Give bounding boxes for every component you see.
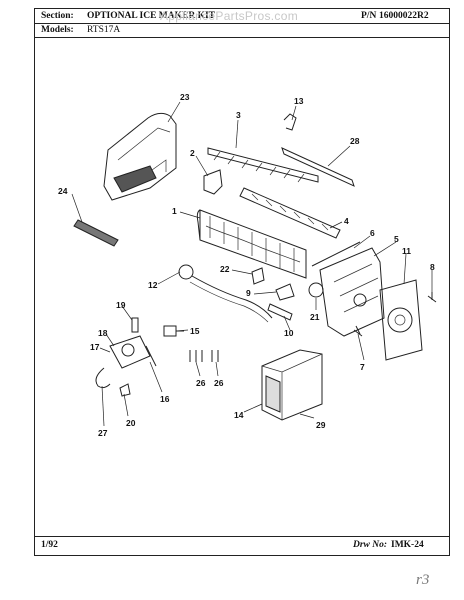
- models-value: RTS17A: [87, 25, 121, 35]
- diagram-sheet: Section: OPTIONAL ICE MAKER KIT P/N 1600…: [34, 8, 450, 556]
- drawing-number: IMK-24: [391, 540, 424, 550]
- callout-12: 12: [148, 280, 158, 290]
- callout-11: 11: [402, 246, 411, 256]
- part-21-gear: [308, 282, 324, 298]
- part-6-shaft: [311, 241, 361, 267]
- part-20-clamp: [119, 383, 131, 397]
- part-10-arm: [267, 303, 293, 321]
- callout-21: 21: [310, 312, 320, 322]
- part-5-housing: [319, 247, 385, 337]
- part-13-clip: [283, 113, 297, 131]
- part-number: 16000022R2: [379, 11, 429, 21]
- part-24-strip: [73, 219, 119, 247]
- section-title: OPTIONAL ICE MAKER KIT: [87, 11, 216, 21]
- callout-1: 1: [172, 206, 177, 216]
- part-9-cam: [275, 283, 295, 301]
- part-26-screws: [189, 350, 219, 362]
- part-7-screw: [353, 325, 363, 337]
- callout-8: 8: [430, 262, 435, 272]
- watermark: AppliancePartsPros.com: [160, 9, 298, 23]
- part-19-plug: [131, 317, 139, 333]
- callout-14: 14: [234, 410, 244, 420]
- part-3-ejector: [207, 147, 319, 183]
- models-label: Models:: [41, 25, 74, 35]
- leader-lines: [71, 101, 433, 427]
- part-16-water-valve: [95, 335, 157, 389]
- callout-22: 22: [220, 264, 230, 274]
- callout-28: 28: [350, 136, 360, 146]
- callout-20: 20: [126, 418, 136, 428]
- revision-date: 1/92: [41, 540, 58, 550]
- callout-2: 2: [190, 148, 195, 158]
- models-divider: [35, 37, 449, 38]
- callout-4: 4: [344, 216, 349, 226]
- callout-19: 19: [116, 300, 126, 310]
- callout-16: 16: [160, 394, 170, 404]
- part-1-ice-mold: [196, 209, 307, 279]
- callout-7: 7: [360, 362, 365, 372]
- part-4-stripper: [239, 187, 341, 239]
- callout-17: 17: [90, 342, 100, 352]
- footer-divider: [35, 536, 449, 537]
- callout-24: 24: [58, 186, 68, 196]
- part-2-bearing: [203, 169, 223, 195]
- part-23-cover: [103, 112, 177, 201]
- handwritten-mark: r3: [416, 572, 430, 588]
- header-divider: [35, 23, 449, 24]
- callout-23: 23: [180, 92, 190, 102]
- part-number-label: P/N: [361, 11, 377, 21]
- callout-10: 10: [284, 328, 294, 338]
- callout-26-b: 26: [214, 378, 224, 388]
- callout-15: 15: [190, 326, 200, 336]
- callout-29: 29: [316, 420, 326, 430]
- callout-13: 13: [294, 96, 304, 106]
- callout-3: 3: [236, 110, 241, 120]
- callout-27: 27: [98, 428, 108, 438]
- callout-18: 18: [98, 328, 108, 338]
- drawing-number-label: Drw No:: [353, 540, 388, 550]
- callout-5: 5: [394, 234, 399, 244]
- part-22-clip: [251, 267, 265, 285]
- part-8-screw: [427, 292, 437, 303]
- part-12-harness: [178, 264, 273, 323]
- section-label: Section:: [41, 11, 74, 21]
- callout-26-a: 26: [196, 378, 206, 388]
- callout-6: 6: [370, 228, 375, 238]
- callout-9: 9: [246, 288, 251, 298]
- part-29-bin: [261, 349, 323, 421]
- part-15-connector: [163, 325, 184, 337]
- part-28-rod: [281, 147, 355, 187]
- part-11-mounting-plate: [379, 279, 423, 361]
